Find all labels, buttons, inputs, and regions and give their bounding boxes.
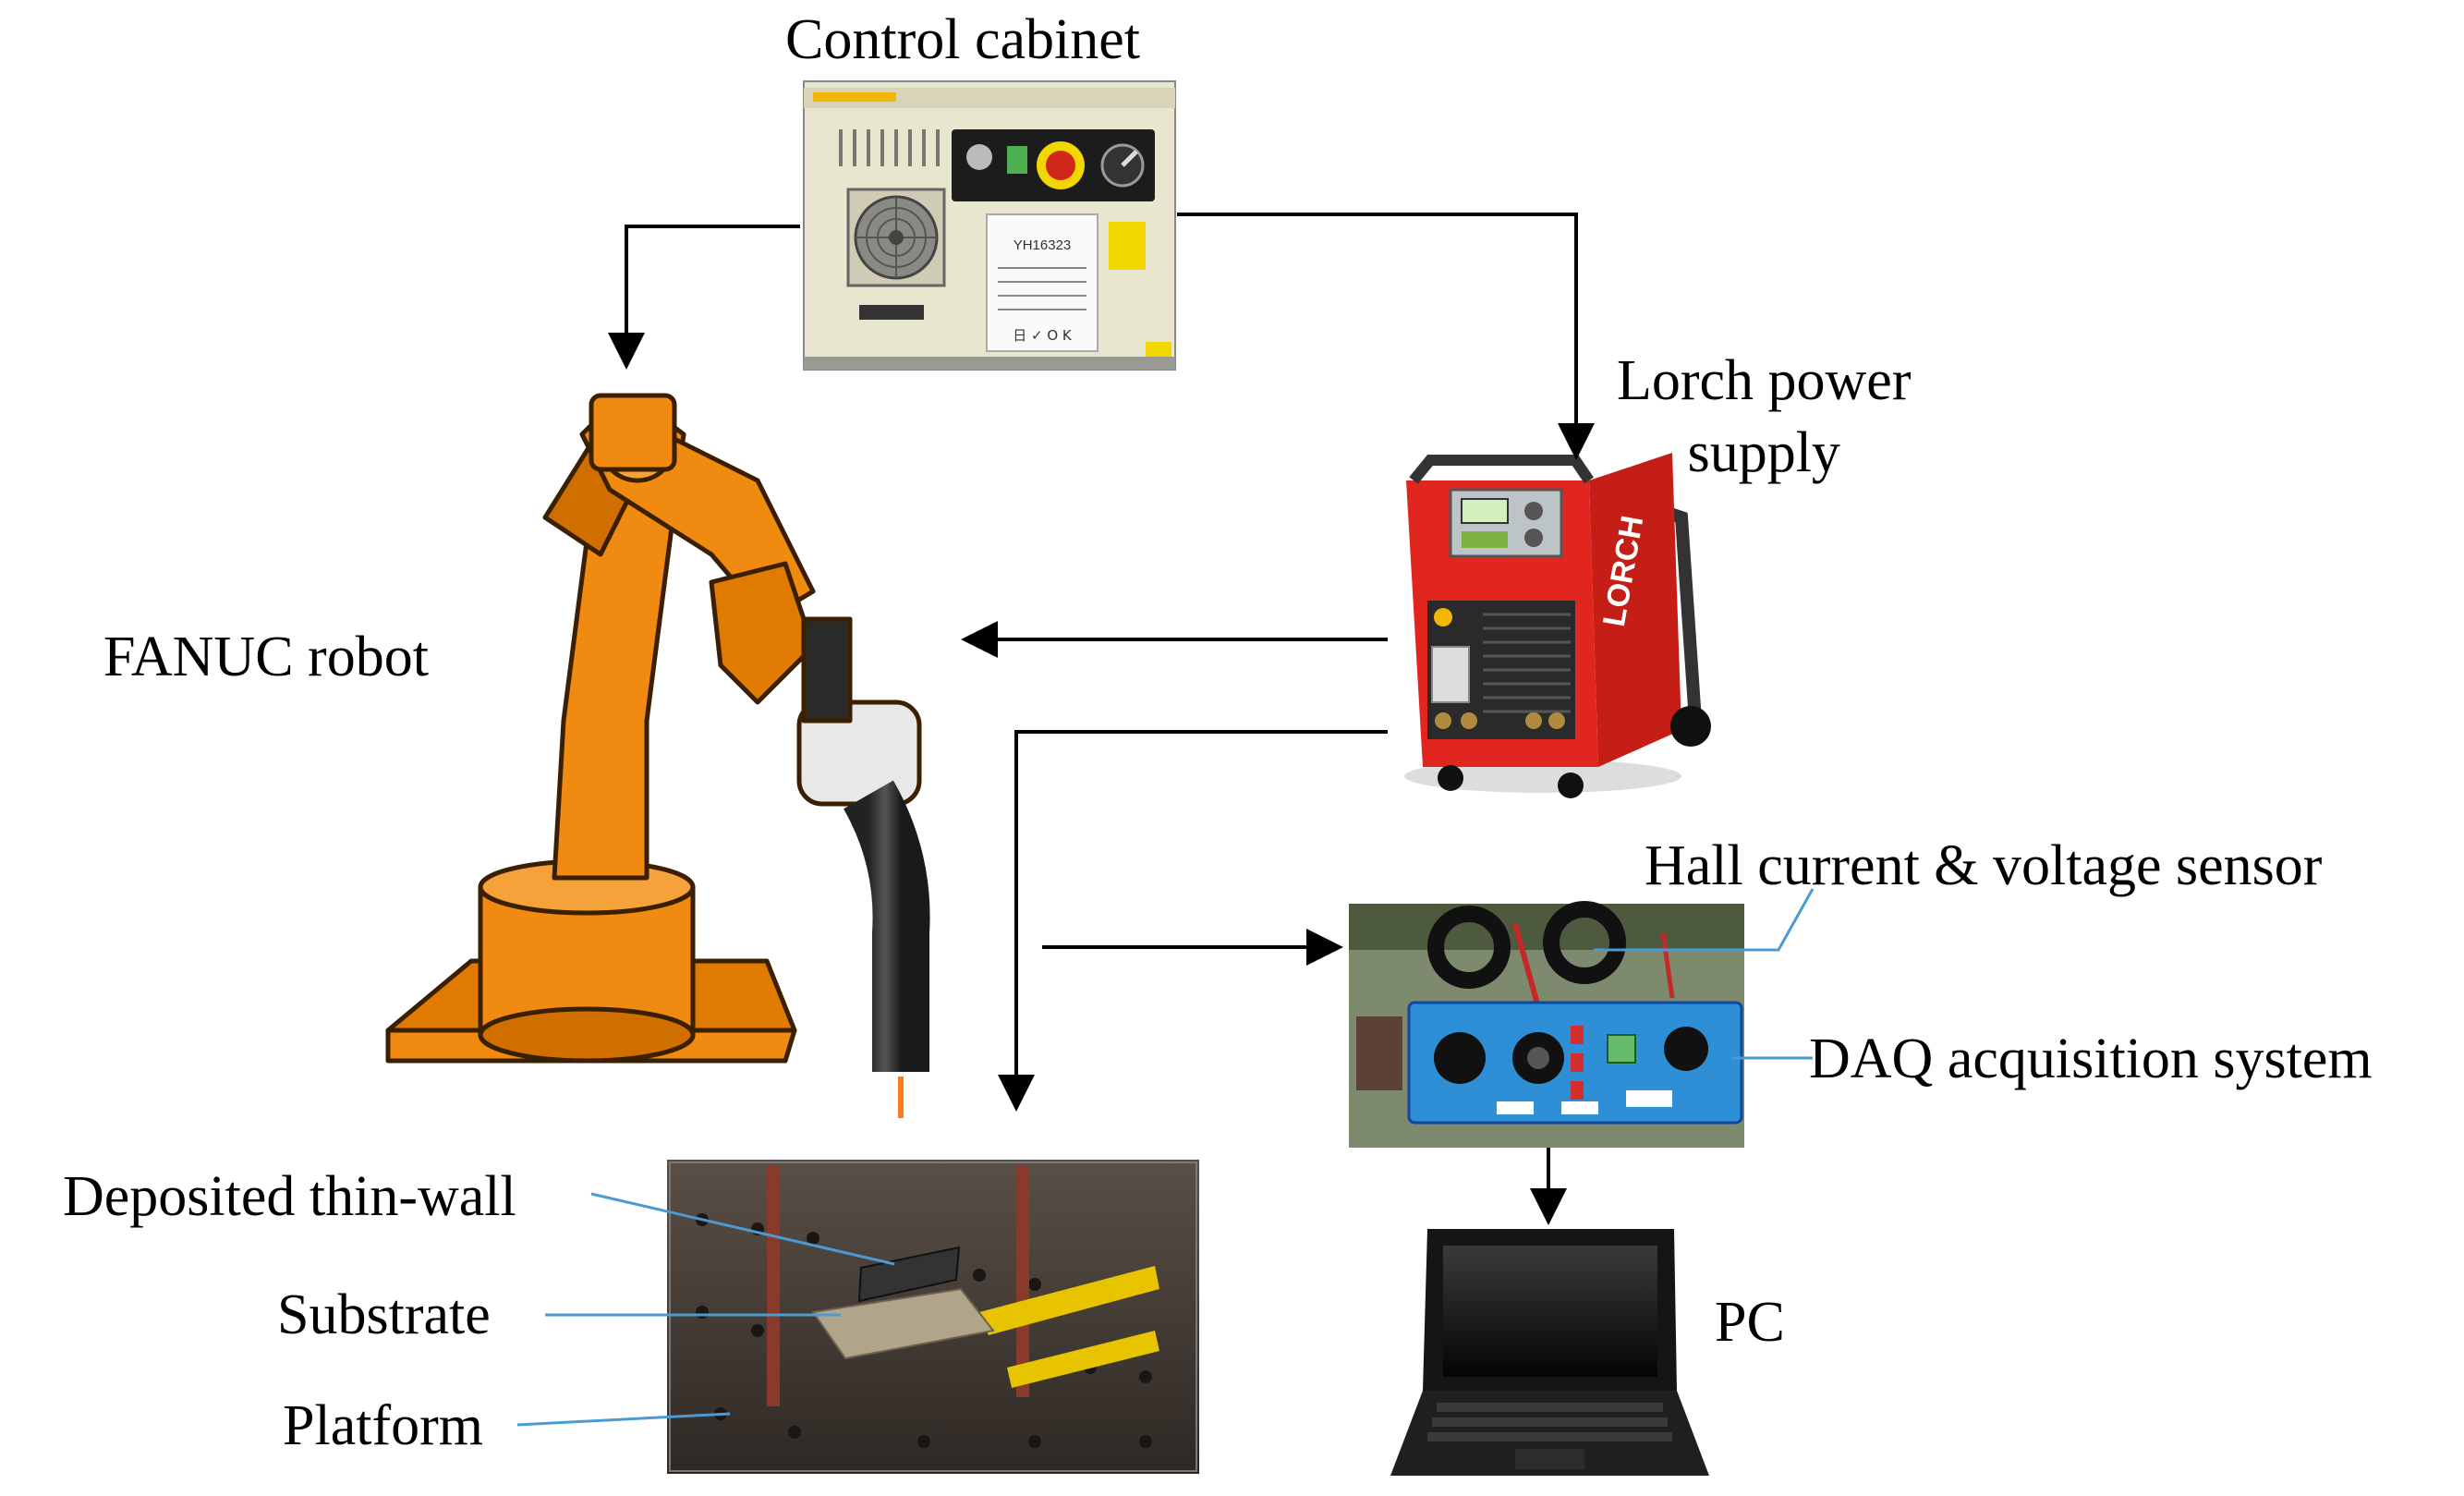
welding-torch-hose (843, 780, 930, 1072)
leader-thin-wall (590, 1192, 895, 1266)
flow-arrows (608, 213, 1595, 1225)
lorch-power-supply-label: Lorch power supply (1617, 346, 1911, 489)
hall-sensor-rings (1427, 901, 1626, 989)
pc-label: PC (1715, 1291, 1785, 1354)
substrate-label: Substrate (277, 1283, 491, 1346)
platform-label: Platform (283, 1394, 483, 1457)
leader-platform (516, 1412, 731, 1427)
laptop-image (1390, 1229, 1709, 1476)
control-cabinet-image: YH16323 日 ✓ O K (803, 80, 1176, 371)
control-cabinet-label: Control cabinet (785, 8, 1140, 71)
workbench-image (667, 1160, 1199, 1474)
fanuc-robot-label: FANUC robot (103, 626, 429, 688)
cabinet-model-text: YH16323 (1014, 237, 1072, 253)
deposited-thin-wall-label: Deposited thin-wall (63, 1165, 516, 1228)
leader-lines (516, 888, 1815, 1427)
cabinet-stamp-text: 日 ✓ O K (1013, 327, 1073, 344)
lorch-label-line2: supply (1687, 420, 1840, 484)
daq-system-image (1349, 901, 1744, 1148)
daq-system-label: DAQ acquisition system (1809, 1028, 2373, 1090)
lorch-label-line1: Lorch power (1617, 349, 1912, 412)
lorch-power-supply-image: LORCH (1404, 453, 1711, 798)
arrow-cabinet-to-robot (608, 225, 800, 370)
arrow-cabinet-to-lorch (1177, 213, 1595, 460)
fanuc-robot-image (385, 393, 922, 1064)
fan-icon (846, 188, 946, 287)
hall-sensor-label: Hall current & voltage sensor (1645, 834, 2323, 897)
arrow-lorch-to-workbench (998, 730, 1388, 1112)
leader-hall-sensor (1594, 888, 1815, 952)
